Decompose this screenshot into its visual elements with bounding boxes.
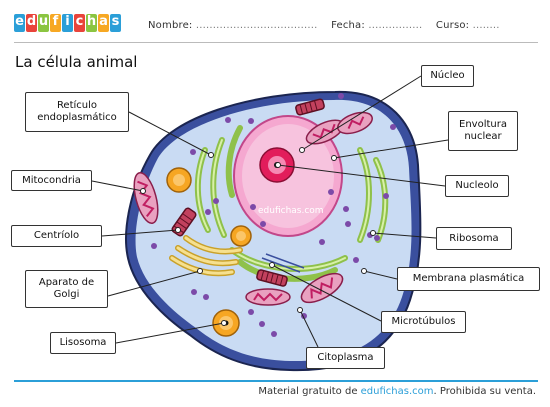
- page-title: La célula animal: [15, 53, 138, 71]
- label-mitocondria: Mitocondria: [11, 170, 92, 191]
- nucleus: [233, 115, 343, 237]
- student-fields: Nombre: ................................…: [148, 20, 500, 31]
- label-leader-lines: [91, 75, 449, 348]
- label-nucleo: Núcleo: [421, 65, 474, 87]
- logo-letter: c: [74, 14, 85, 32]
- watermark-text: edufichas.com: [258, 206, 324, 216]
- logo-letter: e: [14, 14, 25, 32]
- footer-notice: Material gratuito de edufichas.com. Proh…: [258, 386, 536, 397]
- curso-label: Curso:: [435, 20, 470, 31]
- logo-letter: d: [26, 14, 37, 32]
- nombre-label: Nombre:: [148, 20, 193, 31]
- label-membrana-plasmatica: Membrana plasmática: [397, 267, 540, 291]
- logo-letter: i: [62, 14, 73, 32]
- label-aparato-golgi: Aparato de Golgi: [25, 270, 108, 308]
- footer-suffix: . Prohibida su venta.: [433, 386, 536, 397]
- microtubules: [261, 253, 305, 273]
- label-golgi-text: Aparato de Golgi: [38, 277, 95, 300]
- label-envoltura-text: Envoltura nuclear: [459, 119, 507, 142]
- label-reticulo-endoplasmatico: Retículo endoplasmático: [25, 92, 129, 132]
- label-ribosoma: Ribosoma: [436, 227, 512, 250]
- header-divider: [14, 42, 538, 43]
- fecha-label: Fecha:: [331, 20, 365, 31]
- logo-letter: s: [110, 14, 121, 32]
- lysosomes: [166, 167, 252, 337]
- mitochondria: [133, 111, 373, 306]
- footer-divider: [14, 380, 538, 382]
- logo-letter: u: [38, 14, 49, 32]
- label-nucleolo: Nucleolo: [445, 175, 509, 197]
- label-reticulo-text: Retículo endoplasmático: [37, 100, 117, 123]
- ribosomes: [151, 93, 396, 337]
- curso-dots[interactable]: ........: [472, 20, 500, 31]
- nombre-dots[interactable]: ....................................: [195, 20, 318, 31]
- label-citoplasma: Citoplasma: [306, 347, 385, 369]
- label-envoltura-nuclear: Envoltura nuclear: [448, 111, 518, 151]
- logo-letter: f: [50, 14, 61, 32]
- footer-site-link[interactable]: edufichas.com: [360, 386, 434, 397]
- label-leader-dots: [140, 147, 376, 326]
- label-lisosoma: Lisosoma: [50, 332, 116, 354]
- fecha-dots[interactable]: ................: [368, 20, 423, 31]
- logo-letter: h: [86, 14, 97, 32]
- logo-letter: a: [98, 14, 109, 32]
- footer-prefix: Material gratuito de: [258, 386, 361, 397]
- label-microtubulos: Microtúbulos: [381, 311, 466, 333]
- label-centriolo: Centríolo: [11, 225, 102, 247]
